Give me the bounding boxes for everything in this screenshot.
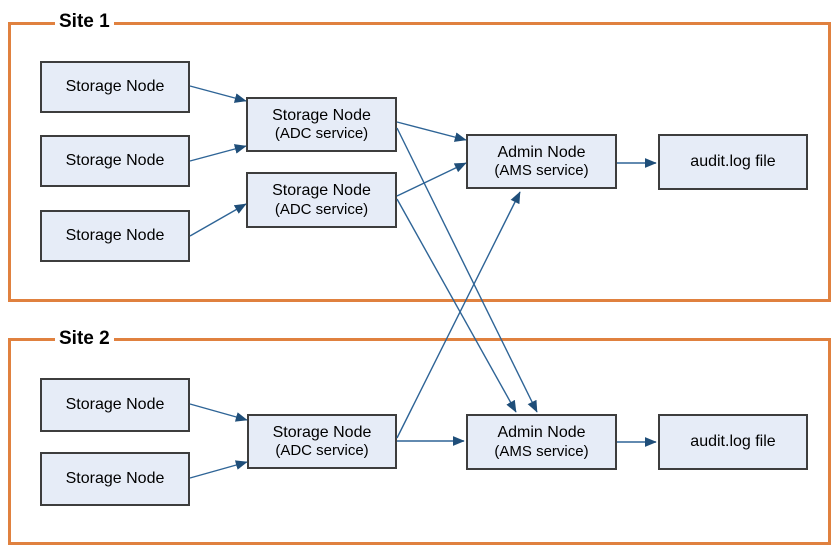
node-label: Storage Node (65, 78, 165, 96)
site1-storage-node-3: Storage Node (40, 210, 190, 262)
node-label: audit.log file (690, 433, 776, 451)
node-label: audit.log file (690, 153, 776, 171)
node-title: Admin Node (497, 143, 586, 161)
site1-storage-node-2: Storage Node (40, 135, 190, 187)
site2-audit-log-file: audit.log file (658, 414, 808, 470)
node-title: Storage Node (272, 182, 371, 200)
node-subtitle: (ADC service) (274, 200, 369, 218)
site2-storage-node-2: Storage Node (40, 452, 190, 506)
site1-audit-log-file: audit.log file (658, 134, 808, 190)
node-subtitle: (AMS service) (494, 162, 589, 180)
site2-label: Site 2 (55, 328, 114, 350)
node-label: Storage Node (65, 227, 165, 245)
node-subtitle: (ADC service) (275, 442, 369, 460)
node-label: Storage Node (65, 470, 165, 488)
site2-admin-node: Admin Node (AMS service) (466, 414, 617, 470)
site1-adc-storage-node-2: Storage Node (ADC service) (246, 172, 397, 228)
site1-storage-node-1: Storage Node (40, 61, 190, 113)
node-subtitle: (AMS service) (494, 442, 589, 460)
site1-adc-storage-node-1: Storage Node (ADC service) (246, 97, 397, 152)
node-label: Storage Node (65, 396, 165, 414)
site2-storage-node-1: Storage Node (40, 378, 190, 432)
node-title: Admin Node (497, 424, 586, 442)
site1-label: Site 1 (55, 11, 114, 33)
node-title: Storage Node (272, 106, 371, 124)
node-title: Storage Node (272, 423, 372, 441)
site2-adc-storage-node-1: Storage Node (ADC service) (247, 414, 397, 469)
node-label: Storage Node (65, 152, 165, 170)
site1-admin-node: Admin Node (AMS service) (466, 134, 617, 189)
node-subtitle: (ADC service) (274, 125, 369, 143)
